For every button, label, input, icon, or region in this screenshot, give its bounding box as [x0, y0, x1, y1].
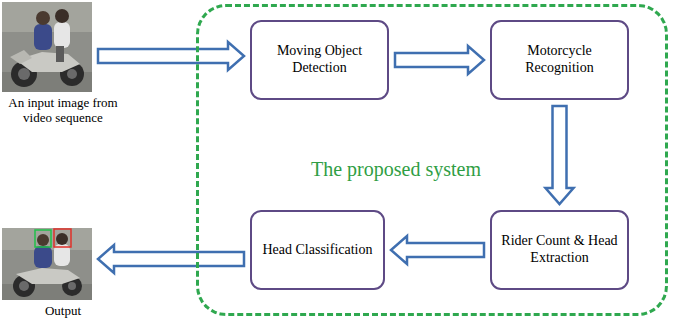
process-box: Moving Object Detection — [250, 20, 389, 100]
system-region: The proposed system Moving Object Detecti… — [196, 4, 668, 316]
block-arrow — [391, 236, 484, 264]
output-image: Output — [2, 228, 92, 300]
process-box: Rider Count & Head Extraction — [490, 210, 629, 290]
region-title: The proposed system — [311, 158, 481, 181]
block-arrow — [98, 42, 244, 70]
input-image: An input image from video sequence — [2, 2, 92, 92]
block-arrow — [98, 245, 244, 273]
image-caption: Output — [2, 304, 124, 319]
image-caption: An input image from video sequence — [2, 96, 124, 126]
output-photo — [2, 228, 92, 300]
box-label: Motorcycle Recognition — [498, 43, 621, 77]
box-label: Moving Object Detection — [258, 43, 381, 77]
block-arrow — [546, 106, 574, 204]
input-photo — [2, 2, 92, 92]
box-label: Rider Count & Head Extraction — [498, 233, 621, 267]
block-arrow — [395, 46, 484, 74]
process-box: Head Classification — [250, 210, 385, 290]
process-box: Motorcycle Recognition — [490, 20, 629, 100]
box-label: Head Classification — [262, 242, 372, 259]
